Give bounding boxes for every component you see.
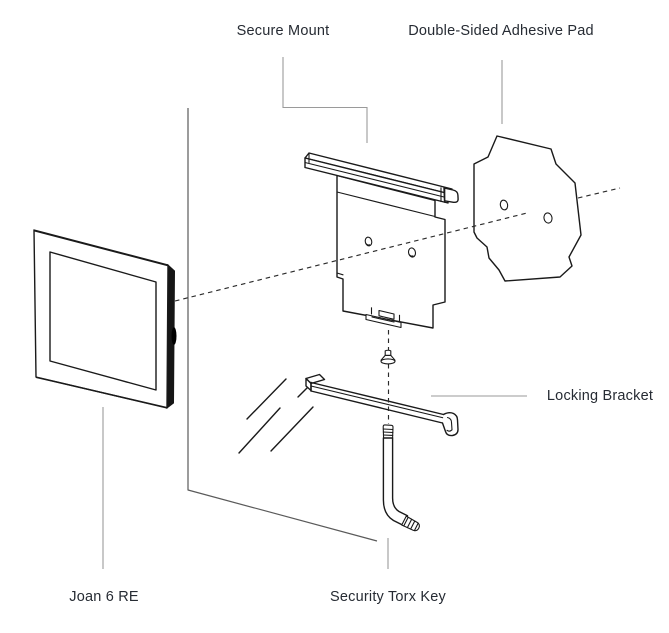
surface-hatch-lines xyxy=(238,378,314,454)
locking-bracket xyxy=(305,373,459,437)
bracket-hook-end xyxy=(441,412,459,437)
torx-key-shaft xyxy=(382,437,409,527)
device-side-button xyxy=(171,327,177,345)
torx-key-top-tip xyxy=(382,424,394,439)
mount-plate-top-edge xyxy=(336,191,436,218)
wall-plane xyxy=(187,108,378,542)
leader-lines xyxy=(102,57,527,569)
label-adhesive-pad: Double-Sided Adhesive Pad xyxy=(408,23,594,39)
mount-rail-end-cap xyxy=(443,187,459,204)
bracket-bar-mid xyxy=(310,385,445,419)
mount-rail xyxy=(304,152,459,204)
label-torx-key: Security Torx Key xyxy=(330,589,446,605)
mount-plate-left-notch xyxy=(336,272,344,276)
torx-key-bit xyxy=(401,515,420,532)
bracket-bar-bottom xyxy=(310,390,444,424)
leader-secure-mount xyxy=(282,57,368,143)
label-device: Joan 6 RE xyxy=(69,589,139,605)
device-bottom-edge xyxy=(35,376,168,409)
secure-mount-plate xyxy=(304,152,459,329)
device-joan6re xyxy=(33,229,177,410)
adhesive-pad xyxy=(473,135,582,282)
adhesive-pad-outline xyxy=(473,135,582,282)
flat-screw xyxy=(380,349,396,365)
mount-bottom-clip xyxy=(365,307,402,329)
security-torx-key xyxy=(382,424,420,532)
bracket-bar-top xyxy=(310,381,445,416)
alignment-dashed-line xyxy=(174,187,621,302)
device-top-edge xyxy=(33,230,169,267)
device-screen xyxy=(49,251,157,391)
label-secure-mount: Secure Mount xyxy=(236,23,330,39)
adhesive-pad-holes xyxy=(499,199,553,224)
mount-screw-holes xyxy=(364,236,417,258)
label-locking-bracket: Locking Bracket xyxy=(546,388,654,404)
